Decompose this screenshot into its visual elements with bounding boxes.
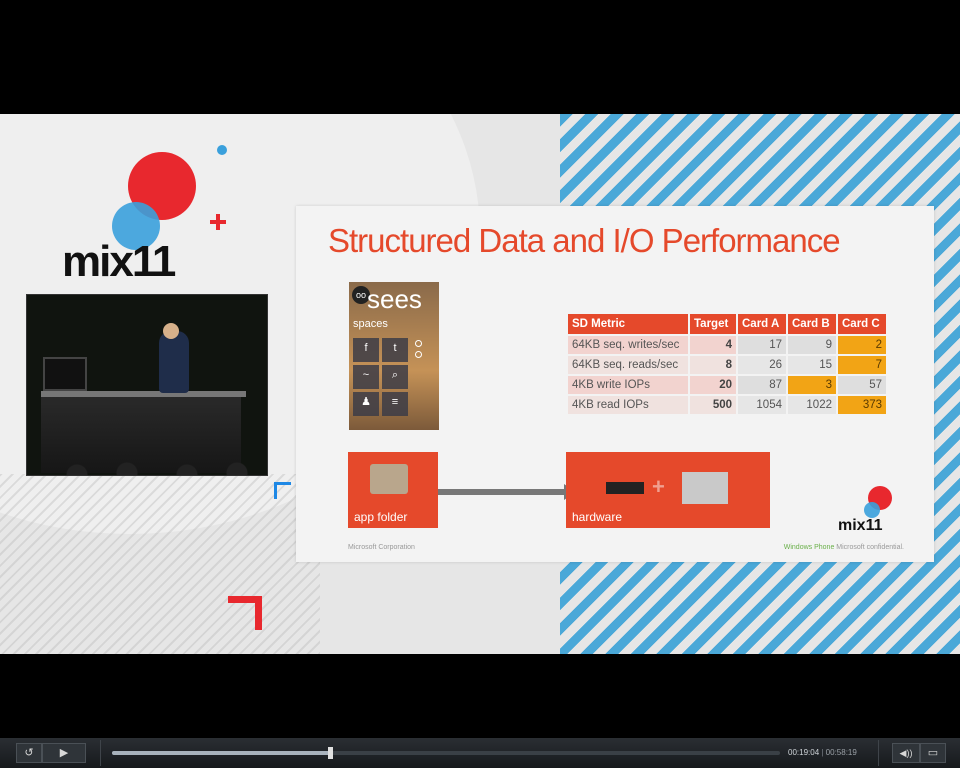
radio-dot-icon	[415, 340, 422, 347]
metric-cell: 4KB read IOPs	[568, 396, 688, 414]
phone-section-label: spaces	[353, 318, 388, 330]
corner-accent-blue	[274, 482, 291, 499]
plus-icon: +	[652, 474, 665, 499]
slide-title: Structured Data and I/O Performance	[328, 222, 841, 259]
video-frame[interactable]: mix11 Structured Data and I/O Performanc…	[0, 114, 960, 654]
time-separator: |	[819, 748, 826, 757]
table-top	[41, 391, 246, 397]
audience	[27, 455, 267, 475]
app-folder-box: app folder	[348, 452, 438, 528]
list-icon: ≡	[382, 392, 408, 416]
header-card-c: Card C	[838, 314, 886, 334]
current-time: 00:19:04	[788, 748, 820, 757]
background-hatch	[0, 474, 320, 654]
replay-icon: ↺	[24, 747, 34, 759]
table-row: 4KB read IOPs 500 1054 1022 373	[568, 396, 886, 414]
presenter	[159, 331, 189, 393]
play-icon: ▶	[59, 747, 69, 759]
seek-bar[interactable]	[112, 747, 780, 759]
volume-icon: ◀))	[899, 748, 913, 758]
stage-monitor	[43, 357, 87, 391]
time-display: 00:19:04 | 00:58:19	[788, 748, 857, 757]
duration: 00:58:19	[825, 748, 857, 757]
search-icon: ⌕	[382, 365, 408, 389]
header-sd-metric: SD Metric	[568, 314, 688, 334]
card-a-cell: 26	[738, 356, 786, 374]
slide-mix11-logo: mix11	[838, 486, 892, 534]
svg-text:mix11: mix11	[838, 517, 883, 534]
seek-handle[interactable]	[328, 747, 334, 759]
phone-tiles: f t ~ ⌕ ♟ ≡	[353, 338, 409, 416]
play-button[interactable]: ▶	[42, 743, 86, 763]
metric-cell: 64KB seq. writes/sec	[568, 336, 688, 354]
fullscreen-icon: ▭	[927, 747, 939, 759]
chip-icon	[606, 482, 644, 494]
app-badge-icon: oo	[352, 286, 370, 304]
metric-cell: 4KB write IOPs	[568, 376, 688, 394]
target-cell: 500	[690, 396, 736, 414]
chart-icon: ~	[353, 365, 379, 389]
sd-metrics-table: SD Metric Target Card A Card B Card C 64…	[566, 312, 888, 416]
svg-text:mix11: mix11	[62, 237, 176, 279]
hardware-label: hardware	[572, 510, 623, 524]
phone-screenshot: oo sees spaces f t ~ ⌕ ♟ ≡	[349, 282, 439, 430]
card-a-cell: 87	[738, 376, 786, 394]
card-a-cell: 1054	[738, 396, 786, 414]
video-player-controls: ↺ ▶ 00:19:04 | 00:58:19 ◀)) ▭	[0, 738, 960, 768]
radio-dot-icon	[415, 351, 422, 358]
mix11-logo: mix11	[62, 145, 227, 279]
card-b-cell: 15	[788, 356, 836, 374]
seek-bar-progress	[112, 751, 331, 755]
target-cell: 8	[690, 356, 736, 374]
phone-app-title: sees	[367, 284, 422, 314]
table-row: 4KB write IOPs 20 87 3 57	[568, 376, 886, 394]
twitter-icon: t	[382, 338, 408, 362]
phone-radio-dots	[415, 340, 422, 362]
footer-confidential: Microsoft confidential.	[836, 544, 904, 551]
table-header-row: SD Metric Target Card A Card B Card C	[568, 314, 886, 334]
target-cell: 4	[690, 336, 736, 354]
card-c-cell: 373	[838, 396, 886, 414]
card-c-cell: 2	[838, 336, 886, 354]
table-row: 64KB seq. reads/sec 8 26 15 7	[568, 356, 886, 374]
card-b-cell: 9	[788, 336, 836, 354]
header-target: Target	[690, 314, 736, 334]
facebook-icon: f	[353, 338, 379, 362]
volume-button[interactable]: ◀))	[892, 743, 920, 763]
header-card-a: Card A	[738, 314, 786, 334]
card-a-cell: 17	[738, 336, 786, 354]
target-cell: 20	[690, 376, 736, 394]
arrow-connector	[438, 489, 566, 495]
replay-button[interactable]: ↺	[16, 743, 42, 763]
folder-icon	[370, 464, 408, 494]
corner-accent-red	[228, 596, 262, 630]
hardware-box: + hardware	[566, 452, 770, 528]
card-c-cell: 7	[838, 356, 886, 374]
slide-footer-left: Microsoft Corporation	[348, 544, 415, 551]
card-b-cell: 1022	[788, 396, 836, 414]
table-row: 64KB seq. writes/sec 4 17 9 2	[568, 336, 886, 354]
header-card-b: Card B	[788, 314, 836, 334]
divider	[878, 740, 879, 766]
sd-card-icon	[682, 472, 728, 504]
fullscreen-button[interactable]: ▭	[920, 743, 946, 763]
divider	[100, 740, 101, 766]
footer-brand: Windows Phone	[783, 544, 835, 551]
user-icon: ♟	[353, 392, 379, 416]
app-folder-label: app folder	[354, 510, 408, 524]
card-c-cell: 57	[838, 376, 886, 394]
presentation-slide: Structured Data and I/O Performance oo s…	[296, 206, 934, 562]
presenter-camera-view	[26, 294, 268, 476]
presenter-head	[163, 323, 179, 339]
metric-cell: 64KB seq. reads/sec	[568, 356, 688, 374]
slide-footer-right: Windows Phone Microsoft confidential.	[784, 544, 904, 551]
card-b-cell: 3	[788, 376, 836, 394]
